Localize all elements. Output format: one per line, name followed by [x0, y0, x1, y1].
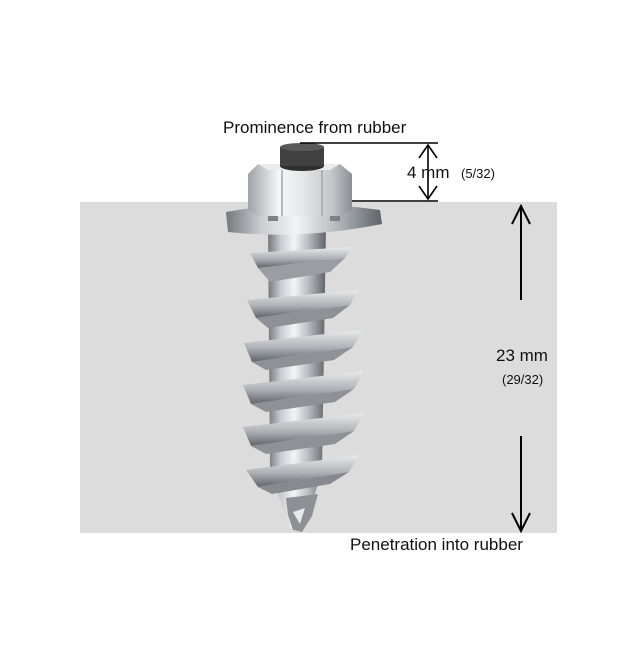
prominence-metric-value: 4 mm	[407, 163, 450, 182]
carbide-pin	[280, 143, 324, 171]
stud-threads	[243, 247, 364, 494]
stud-hex-head	[248, 164, 352, 216]
prominence-label: Prominence from rubber	[223, 118, 407, 137]
stud-body	[243, 225, 364, 532]
penetration-imperial-value: (29/32)	[502, 372, 544, 387]
prominence-dimension	[300, 142, 438, 202]
penetration-metric-value: 23 mm	[496, 346, 548, 365]
penetration-dimension	[511, 203, 531, 534]
prominence-imperial-value: (5/32)	[461, 166, 495, 181]
penetration-label: Penetration into rubber	[350, 535, 523, 554]
